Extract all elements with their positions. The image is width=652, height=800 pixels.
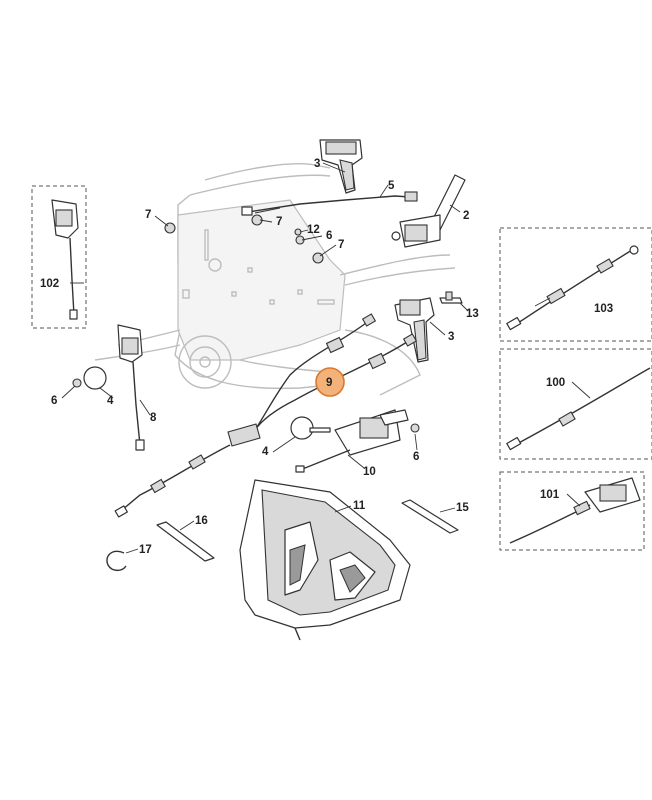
callout-3-top: 3 (314, 158, 320, 170)
callout-6-left: 6 (51, 395, 57, 407)
part-5-cable (241, 191, 418, 216)
callout-11: 11 (353, 500, 366, 512)
callout-13: 13 (466, 308, 479, 320)
part-9-cable-harness (114, 313, 418, 518)
callout-10: 10 (363, 466, 376, 478)
kit-101-box (499, 471, 645, 551)
part-11-deflector (239, 479, 411, 641)
mower-frame (94, 162, 456, 396)
callout-4-mid: 4 (262, 446, 269, 458)
callout-6-right: 6 (413, 451, 419, 463)
callout-4-left: 4 (107, 395, 114, 407)
callout-7-right: 7 (338, 239, 344, 251)
kit-103-box (499, 227, 652, 342)
callout-7-mid: 7 (276, 216, 282, 228)
callout-15: 15 (456, 502, 469, 514)
part-4-knobs (83, 366, 331, 440)
callout-12: 12 (307, 224, 320, 236)
part-3-top-lever (319, 139, 363, 194)
callout-100: 100 (546, 377, 565, 389)
part-9-highlight (315, 367, 345, 397)
callout-labels: 2 3 3 4 4 5 6 6 6 7 7 7 8 9 10 11 12 13 … (40, 158, 613, 556)
part-13-clip (439, 291, 463, 304)
callout-6-top: 6 (326, 230, 332, 242)
part-8-lever (117, 324, 145, 451)
callout-3-mid: 3 (448, 331, 454, 343)
kit-102-box (31, 185, 87, 329)
callout-8: 8 (150, 412, 157, 424)
part-16-strip (156, 521, 215, 562)
part-3-mid-lever (394, 297, 435, 363)
kit-100-box (499, 348, 652, 460)
callout-102: 102 (40, 278, 59, 290)
callout-103: 103 (594, 303, 613, 315)
callout-5: 5 (388, 180, 395, 192)
callout-17: 17 (139, 544, 152, 556)
callout-16: 16 (195, 515, 208, 527)
part-10-bracket (295, 409, 409, 473)
part-17-ring (106, 550, 127, 572)
leader-lines (61, 162, 591, 554)
callout-9: 9 (326, 377, 332, 389)
part-2-handle-lever (391, 174, 466, 248)
callout-101: 101 (540, 489, 560, 501)
callout-7-left: 7 (145, 209, 151, 221)
part-15-strip (401, 499, 459, 534)
callout-2: 2 (463, 210, 469, 222)
part-6-nuts (72, 235, 420, 433)
